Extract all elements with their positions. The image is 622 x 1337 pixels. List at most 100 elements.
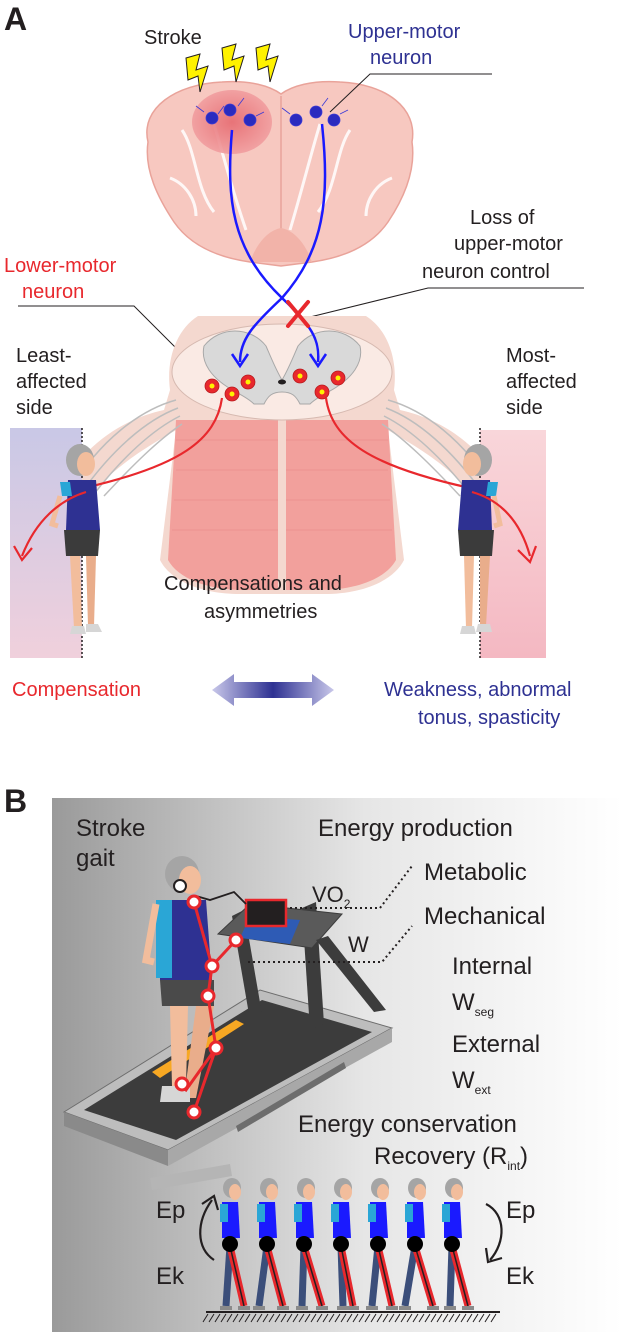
gait-walker-part	[347, 1306, 359, 1310]
internal-label: Internal	[452, 953, 532, 980]
gait-walker-part	[462, 1306, 474, 1310]
gait-walker-part	[266, 1184, 278, 1200]
gait-walker-part	[442, 1204, 450, 1222]
wext-label-main: W	[452, 1067, 475, 1094]
gait-walker-part	[451, 1184, 463, 1200]
gait-walker-part	[303, 1245, 323, 1307]
gait-walker-part	[366, 1306, 378, 1310]
loss-label-3: neuron control	[422, 261, 550, 283]
gait-walker-part	[340, 1184, 352, 1200]
loss-label-2: upper-motor	[454, 233, 563, 255]
energy-production-label: Energy production	[318, 815, 513, 842]
upper-motor-pathways	[228, 123, 328, 369]
gait-walker-part	[337, 1306, 349, 1310]
lower-motor-pathways	[83, 397, 471, 490]
compensations-label-1: Compensations and	[164, 573, 342, 595]
mechanical-label: Mechanical	[424, 903, 545, 930]
ground-line	[202, 1311, 500, 1323]
gait-walker-part	[303, 1184, 315, 1200]
weakness-arrow-right	[471, 490, 538, 564]
brain-illustration	[146, 80, 414, 267]
gait-walker-part	[294, 1204, 302, 1222]
least-affected-label-1: Least-	[16, 345, 72, 367]
gait-walker-part	[259, 1236, 275, 1252]
loss-leader-line	[305, 287, 584, 319]
recovery-label-close: )	[520, 1143, 528, 1170]
lower-motor-neurons	[204, 368, 346, 402]
vo2-label: VO2	[312, 882, 351, 911]
gait-walker-part	[316, 1306, 328, 1310]
ep-right-label: Ep	[506, 1197, 535, 1224]
ek-left-label: Ek	[156, 1263, 185, 1290]
gait-walker-icon	[331, 1178, 359, 1310]
compensation-label: Compensation	[12, 679, 141, 701]
ek-to-ep-curved-arrow-icon	[199, 1194, 220, 1261]
panel-a-letter: A	[4, 1, 27, 37]
vo2-label-main: VO	[312, 882, 344, 907]
lower-motor-neuron-label-1: Lower-motor	[4, 255, 117, 277]
panel-b-letter: B	[4, 783, 27, 819]
gait-walker-icon	[366, 1178, 398, 1310]
gait-walker-part	[377, 1184, 389, 1200]
gait-walker-part	[370, 1236, 386, 1252]
gait-walker-part	[296, 1236, 312, 1252]
gait-walker-part	[229, 1245, 245, 1307]
gait-walker-part	[255, 1245, 271, 1307]
gait-walker-part	[377, 1245, 393, 1307]
gait-walker-icon	[399, 1178, 439, 1310]
gait-walker-part	[220, 1204, 228, 1222]
gait-walker-part	[257, 1204, 265, 1222]
upper-motor-neuron-label-2: neuron	[370, 47, 432, 69]
gait-walker-part	[220, 1306, 232, 1310]
spinal-cord-illustration	[60, 316, 504, 594]
gait-walker-part	[414, 1245, 434, 1307]
gait-walker-part	[451, 1245, 469, 1307]
gait-walker-icon	[253, 1178, 289, 1310]
recovery-label-sub: int	[507, 1159, 520, 1173]
recovery-label: Recovery (Rint)	[374, 1143, 528, 1173]
metabolic-monitor-icon	[244, 898, 288, 928]
gait-walker-part	[444, 1236, 460, 1252]
mechanical-dotted-line	[248, 925, 413, 963]
most-affected-label-2: affected	[506, 371, 577, 393]
double-headed-arrow-icon	[212, 674, 334, 706]
vo2-label-sub: 2	[344, 897, 351, 911]
gait-walker-icon	[442, 1178, 474, 1310]
gait-walker-part	[340, 1245, 354, 1307]
energy-conservation-label: Energy conservation	[298, 1111, 517, 1138]
ek-right-label: Ek	[506, 1263, 535, 1290]
upper-motor-neurons	[195, 97, 349, 127]
gait-walker-part	[253, 1306, 265, 1310]
gait-cycle-walkers	[220, 1178, 474, 1310]
gait-walker-part	[427, 1306, 439, 1310]
metabolic-dotted-line	[290, 865, 413, 909]
upper-motor-neuron-leader-line	[329, 73, 492, 113]
gait-walker-icon	[294, 1178, 328, 1310]
gait-walker-part	[331, 1204, 339, 1222]
least-affected-person-icon	[48, 444, 102, 634]
stroke-gait-label-2: gait	[76, 845, 115, 872]
ep-to-ek-curved-arrow-icon	[484, 1203, 503, 1264]
gait-walker-part	[266, 1245, 284, 1307]
gait-walker-part	[296, 1306, 308, 1310]
pathway-lesion-x-icon	[286, 300, 310, 328]
stroke-lesion	[192, 90, 272, 154]
weakness-label-2: tonus, spasticity	[418, 707, 560, 729]
stroke-gait-label-1: Stroke	[76, 815, 145, 842]
gait-walker-part	[368, 1204, 376, 1222]
stroke-lightning-icons	[185, 43, 279, 93]
lower-motor-neuron-label-2: neuron	[22, 281, 84, 303]
gait-walker-part	[444, 1306, 456, 1310]
compensations-label-2: asymmetries	[204, 601, 317, 623]
metabolic-label: Metabolic	[424, 859, 527, 886]
stroke-label: Stroke	[144, 27, 202, 49]
compensation-arrow-left	[13, 490, 87, 562]
gait-walker-part	[238, 1306, 250, 1310]
most-affected-label-1: Most-	[506, 345, 556, 367]
gait-walker-part	[414, 1184, 426, 1200]
least-affected-label-3: side	[16, 397, 53, 419]
wseg-label-main: W	[452, 989, 475, 1016]
most-affected-label-3: side	[506, 397, 543, 419]
external-label: External	[452, 1031, 540, 1058]
